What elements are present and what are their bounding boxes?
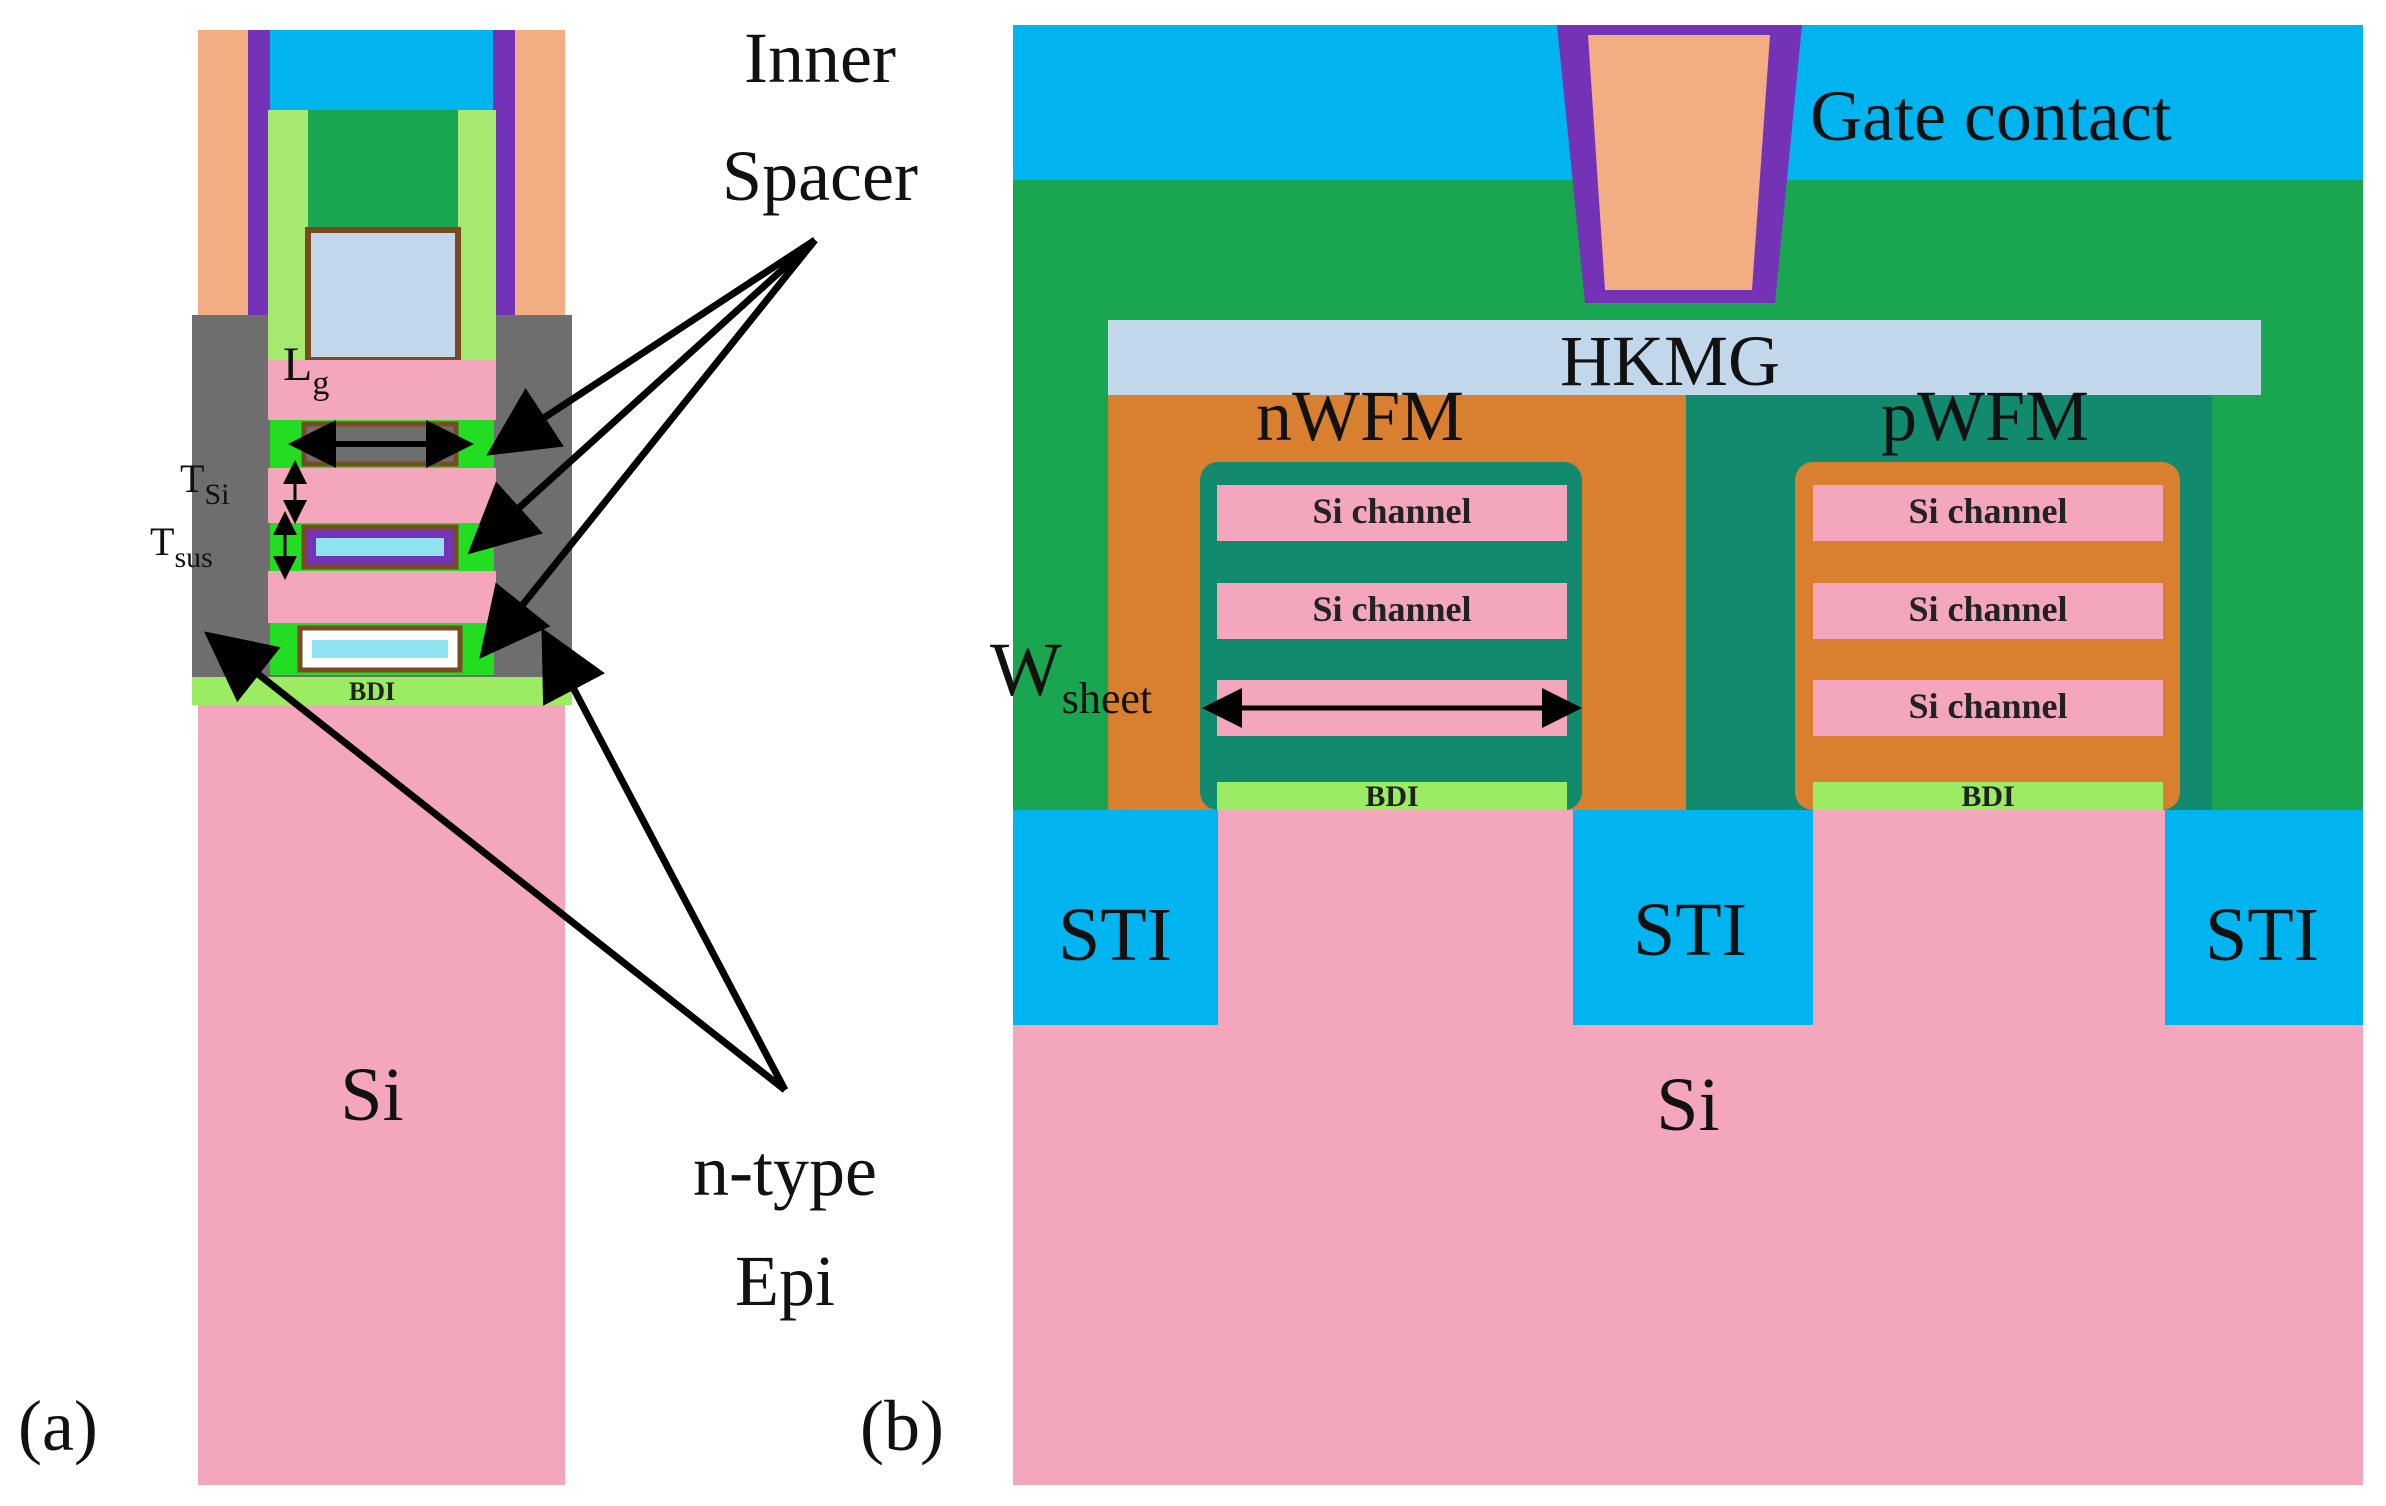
a-sheet-1 [270,420,494,468]
b-pmos-channel-1-label: Si channel [1908,491,2067,531]
a-left-liner [248,30,270,330]
a-si-substrate [198,705,565,1485]
a-sheet-3 [270,623,494,675]
b-si-label: Si [1656,1063,1719,1147]
b-pmos-channel-3-label: Si channel [1908,686,2067,726]
b-panel-tag: (b) [860,1386,944,1466]
a-tsus-sub: sus [174,541,212,574]
b-gate-contact-metal [1588,35,1770,290]
b-sti-middle-label: STI [1633,888,1747,972]
b-pmos-channel-1 [1813,485,2163,541]
a-epi-label-1: n-type [693,1131,877,1211]
b-wsheet-label: W [990,628,1062,712]
b-pmos-channel-2 [1813,583,2163,639]
b-gate-contact-label: Gate contact [1810,76,2172,156]
b-nmos-channel-1 [1217,485,1567,541]
b-bdi-right-label: BDI [1961,780,2014,813]
b-nmos-channel-2 [1217,583,1567,639]
a-inner-spacer-arrow-1 [486,237,817,456]
b-nmos-channel-1-label: Si channel [1312,491,1471,531]
a-sheet-2 [270,523,494,571]
b-pwfm-label: pWFM [1881,376,2089,456]
b-sti-middle [1573,810,1813,1025]
a-inner-spacer-label-1: Inner [744,18,896,98]
a-top-dielectric [258,30,505,110]
a-inner-spacer-label-2: Spacer [722,136,918,216]
svg-text:Tsus: Tsus [150,519,213,574]
svg-text:TSi: TSi [180,456,229,511]
panel-a: BDI Lg TSi Tsus Si Inner Spacer n-type E… [18,18,918,1485]
a-tsi-sub: Si [204,478,229,511]
b-pmos-bdi [1813,782,2163,810]
b-sti-left [1013,810,1218,1025]
b-fin-left [1218,810,1573,1025]
b-nmos-channel-2-label: Si channel [1312,589,1471,629]
a-si-label: Si [340,1053,403,1137]
a-lg-label: L [283,338,312,391]
b-pmos-channel-3 [1813,680,2163,736]
b-hkmg-label: HKMG [1560,321,1780,401]
a-tsus-label: T [150,519,174,564]
a-tsi-label: T [180,456,204,501]
a-bdi-label: BDI [349,677,395,706]
b-pmos-channel-2-label: Si channel [1908,589,2067,629]
b-sti-right-label: STI [2205,893,2319,977]
b-hkmg-layer [1108,320,2261,395]
b-bdi-left-label: BDI [1365,780,1418,813]
a-inner-spacer-arrow-2 [467,237,818,555]
b-sti-left-label: STI [1058,893,1172,977]
a-gate-green [308,110,458,230]
b-nmos-bdi [1217,782,1567,810]
a-right-liner [493,30,515,330]
a-lg-sub: g [312,365,329,402]
a-epi-arrow-left [204,631,788,1093]
b-nwfm-label: nWFM [1256,376,1464,456]
b-wsheet-sub: sheet [1062,674,1152,723]
a-inner-spacer-arrow-3 [479,237,818,659]
svg-text:Lg: Lg [283,338,329,402]
a-panel-tag: (a) [18,1386,98,1466]
b-fin-right [1813,810,2165,1025]
svg-text:Wsheet: Wsheet [990,628,1152,723]
b-sti-right [2165,810,2363,1025]
panel-b: Gate contact HKMG nWFM pWFM Si channel S… [860,25,2363,1485]
a-epi-label-2: Epi [735,1241,835,1321]
a-gate-pink [268,360,496,420]
a-epi-arrow-right [541,627,789,1092]
a-gate-hkmg [305,227,461,363]
